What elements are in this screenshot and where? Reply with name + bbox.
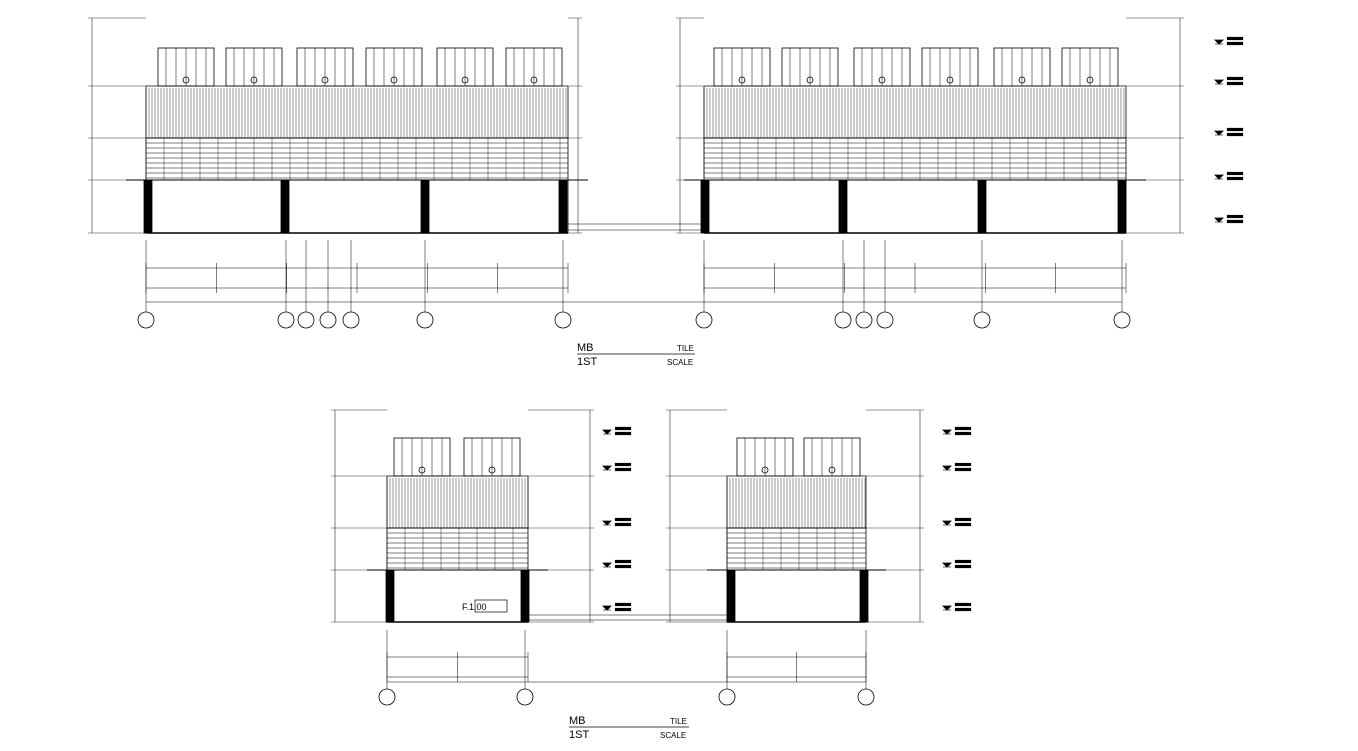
title-2-name: MB [569, 715, 586, 727]
title-1-sub: 1ST [577, 356, 597, 368]
title-2-tile: TILE [670, 717, 687, 726]
elevation-geometry [88, 17, 1244, 706]
title-2-scale: SCALE [660, 731, 686, 740]
title-block-2: MB 1ST TILE SCALE [569, 715, 689, 741]
title-1-name: MB [577, 342, 594, 354]
title-block-1: MB 1ST TILE SCALE [577, 342, 695, 368]
floor-tag: F.1.00 [462, 599, 508, 613]
floor-tag-label: F.1.00 [462, 602, 487, 612]
title-1-scale: SCALE [667, 358, 693, 367]
title-1-tile: TILE [677, 344, 694, 353]
title-2-sub: 1ST [569, 729, 589, 741]
